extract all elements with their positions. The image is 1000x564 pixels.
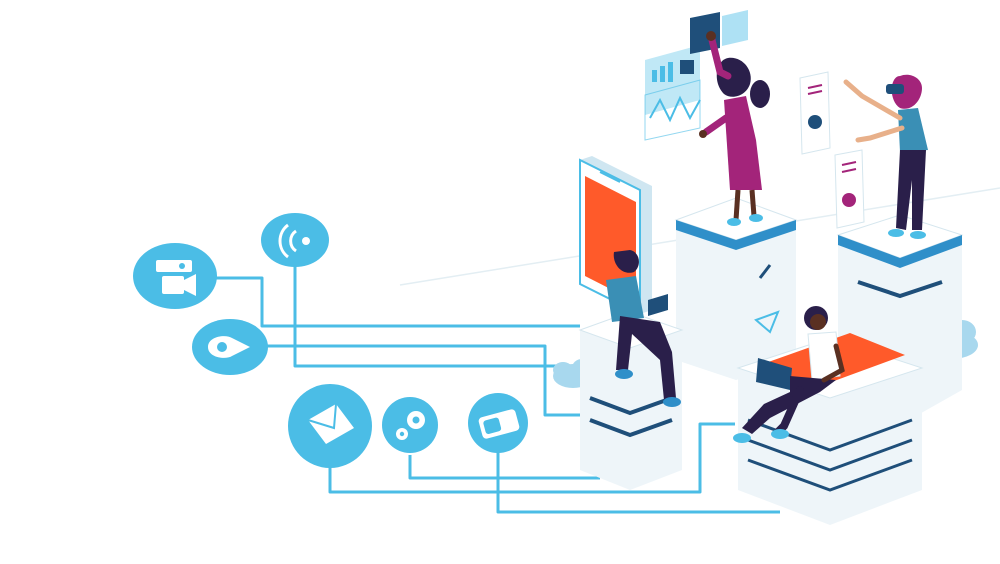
person-magenta-dress xyxy=(699,31,770,226)
hologram-top-panel xyxy=(690,10,748,54)
location-pin-icon xyxy=(192,319,268,375)
gears-icon xyxy=(382,397,438,453)
person-with-tablet xyxy=(606,250,681,407)
wifi-signal-icon xyxy=(261,213,329,267)
connector-lines xyxy=(195,238,780,514)
hologram-document-panel xyxy=(799,71,865,229)
toggle-switch-icon xyxy=(468,393,528,453)
hologram-chart-panel xyxy=(644,45,701,141)
person-with-laptop xyxy=(733,306,845,443)
person-vr-headset xyxy=(843,74,928,239)
video-camera-icon xyxy=(133,243,217,309)
envelope-icon xyxy=(288,384,372,468)
